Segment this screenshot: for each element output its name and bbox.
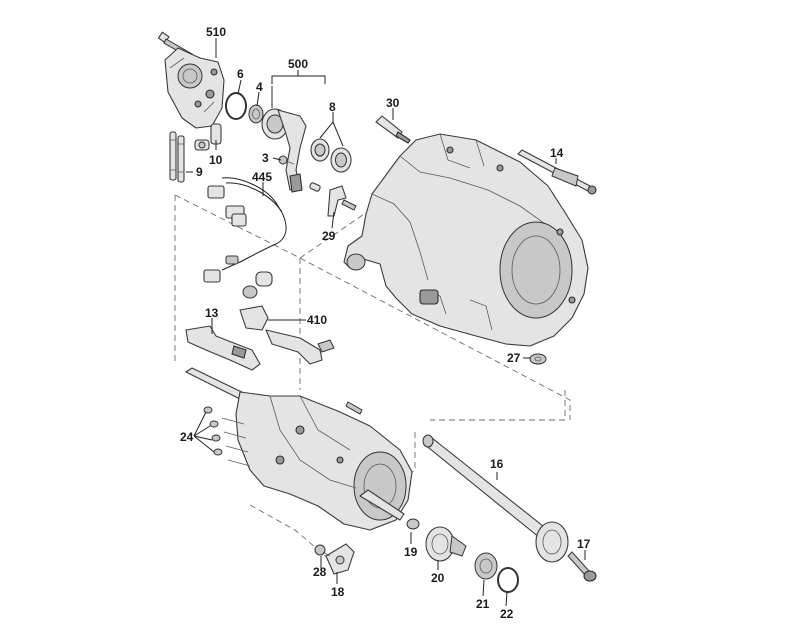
- callout-9: 9: [196, 165, 203, 179]
- callout-4: 4: [256, 80, 263, 94]
- cover-plate-510: [164, 47, 225, 129]
- callout-24: 24: [180, 430, 194, 444]
- gearbox-unit: [185, 367, 413, 531]
- sealant-tube-part-30: [375, 115, 411, 144]
- callout-27: 27: [507, 351, 521, 365]
- callout-22: 22: [500, 607, 514, 621]
- small-bolt-part: [345, 401, 363, 415]
- o-rings-part-24: [203, 406, 251, 467]
- rod-part-14: [517, 149, 597, 195]
- callout-510: 510: [206, 25, 226, 39]
- callout-17: 17: [577, 537, 591, 551]
- callout-8: 8: [329, 100, 336, 114]
- callout-14: 14: [550, 146, 564, 160]
- long-shaft-part-16: [422, 434, 569, 563]
- callout-19: 19: [404, 545, 418, 559]
- sensor-bracket-410: [239, 305, 335, 365]
- callout-3: 3: [262, 151, 269, 165]
- bushing-part-19: [406, 518, 420, 530]
- small-pin-part: [309, 182, 321, 192]
- o-ring-part-22: [497, 567, 519, 593]
- wiring-harness-445: [203, 177, 287, 283]
- callout-28: 28: [313, 565, 327, 579]
- callout-30: 30: [386, 96, 400, 110]
- clip-part-10: [194, 123, 222, 151]
- ring-part-21: [474, 552, 498, 580]
- selector-housing-500: [261, 108, 307, 193]
- seals-part-8: [310, 138, 352, 173]
- callout-445: 445: [252, 170, 272, 184]
- bolt-part-28: [314, 544, 331, 557]
- bracket-part-13: [185, 325, 261, 371]
- callout-6: 6: [237, 67, 244, 81]
- leader-lines: [186, 38, 586, 607]
- callout-29: 29: [322, 229, 336, 243]
- callout-13: 13: [205, 306, 219, 320]
- callout-18: 18: [331, 585, 345, 599]
- callout-20: 20: [431, 571, 445, 585]
- o-ring-part-6: [225, 92, 247, 120]
- pins-part-9: [169, 131, 185, 183]
- gear-part-20: [425, 526, 467, 562]
- callout-410: 410: [307, 313, 327, 327]
- small-bolt-part-3: [278, 155, 295, 165]
- seal-ring-part-4: [248, 104, 264, 124]
- callout-labels: 510 500 6 4 8 30 14 10 3 9 445 29 13 410…: [180, 25, 591, 621]
- bolt-part-17: [567, 551, 597, 582]
- callout-500: 500: [288, 57, 308, 71]
- bushing-parts: [242, 271, 273, 299]
- callout-16: 16: [490, 457, 504, 471]
- callout-10: 10: [209, 153, 223, 167]
- callout-21: 21: [476, 597, 490, 611]
- cover-part-18: [325, 543, 355, 575]
- washer-part-27: [529, 353, 547, 365]
- lever-part-29: [327, 185, 357, 217]
- transmission-housing: [343, 133, 589, 347]
